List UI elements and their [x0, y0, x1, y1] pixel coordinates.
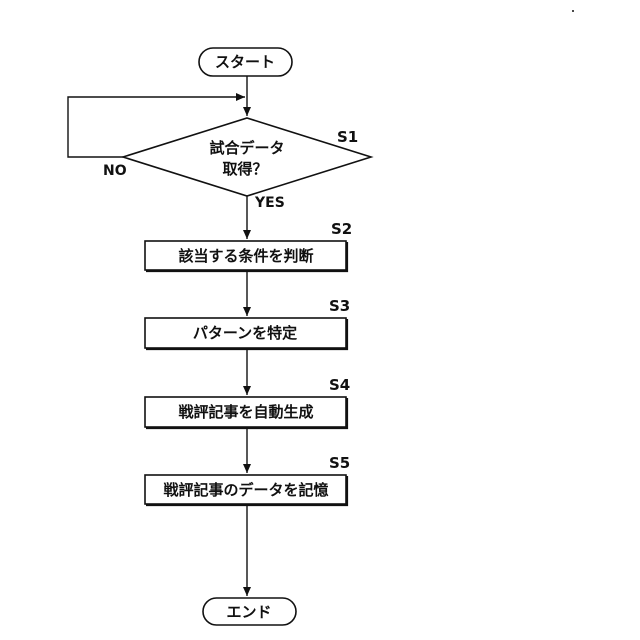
- step-label-s5: S5: [329, 454, 350, 472]
- process-label-s5: 戦評記事のデータを記憶: [163, 481, 328, 499]
- yes-label: YES: [254, 195, 285, 211]
- decision-diamond: 試合データ 取得？: [123, 118, 371, 196]
- decision-label-line2: 取得？: [222, 160, 267, 178]
- step-label-s1: S1: [337, 128, 358, 146]
- start-label: スタート: [215, 53, 275, 71]
- process-box-s4: 戦評記事を自動生成: [145, 397, 347, 428]
- end-label: エンド: [226, 603, 271, 621]
- stray-dot: [572, 10, 574, 12]
- start-terminal: スタート: [199, 48, 292, 76]
- step-label-s2: S2: [331, 220, 352, 238]
- process-label-s2: 該当する条件を判断: [178, 247, 313, 265]
- decision-label-line1: 試合データ: [209, 139, 284, 157]
- process-box-s3: パターンを特定: [145, 318, 347, 349]
- process-box-s2: 該当する条件を判断: [145, 241, 347, 271]
- process-box-s5: 戦評記事のデータを記憶: [145, 475, 347, 505]
- end-terminal: エンド: [203, 598, 296, 625]
- step-label-s3: S3: [329, 297, 350, 315]
- process-label-s4: 戦評記事を自動生成: [178, 403, 313, 421]
- process-label-s3: パターンを特定: [193, 324, 297, 342]
- no-label: NO: [103, 163, 127, 179]
- step-label-s4: S4: [329, 376, 350, 394]
